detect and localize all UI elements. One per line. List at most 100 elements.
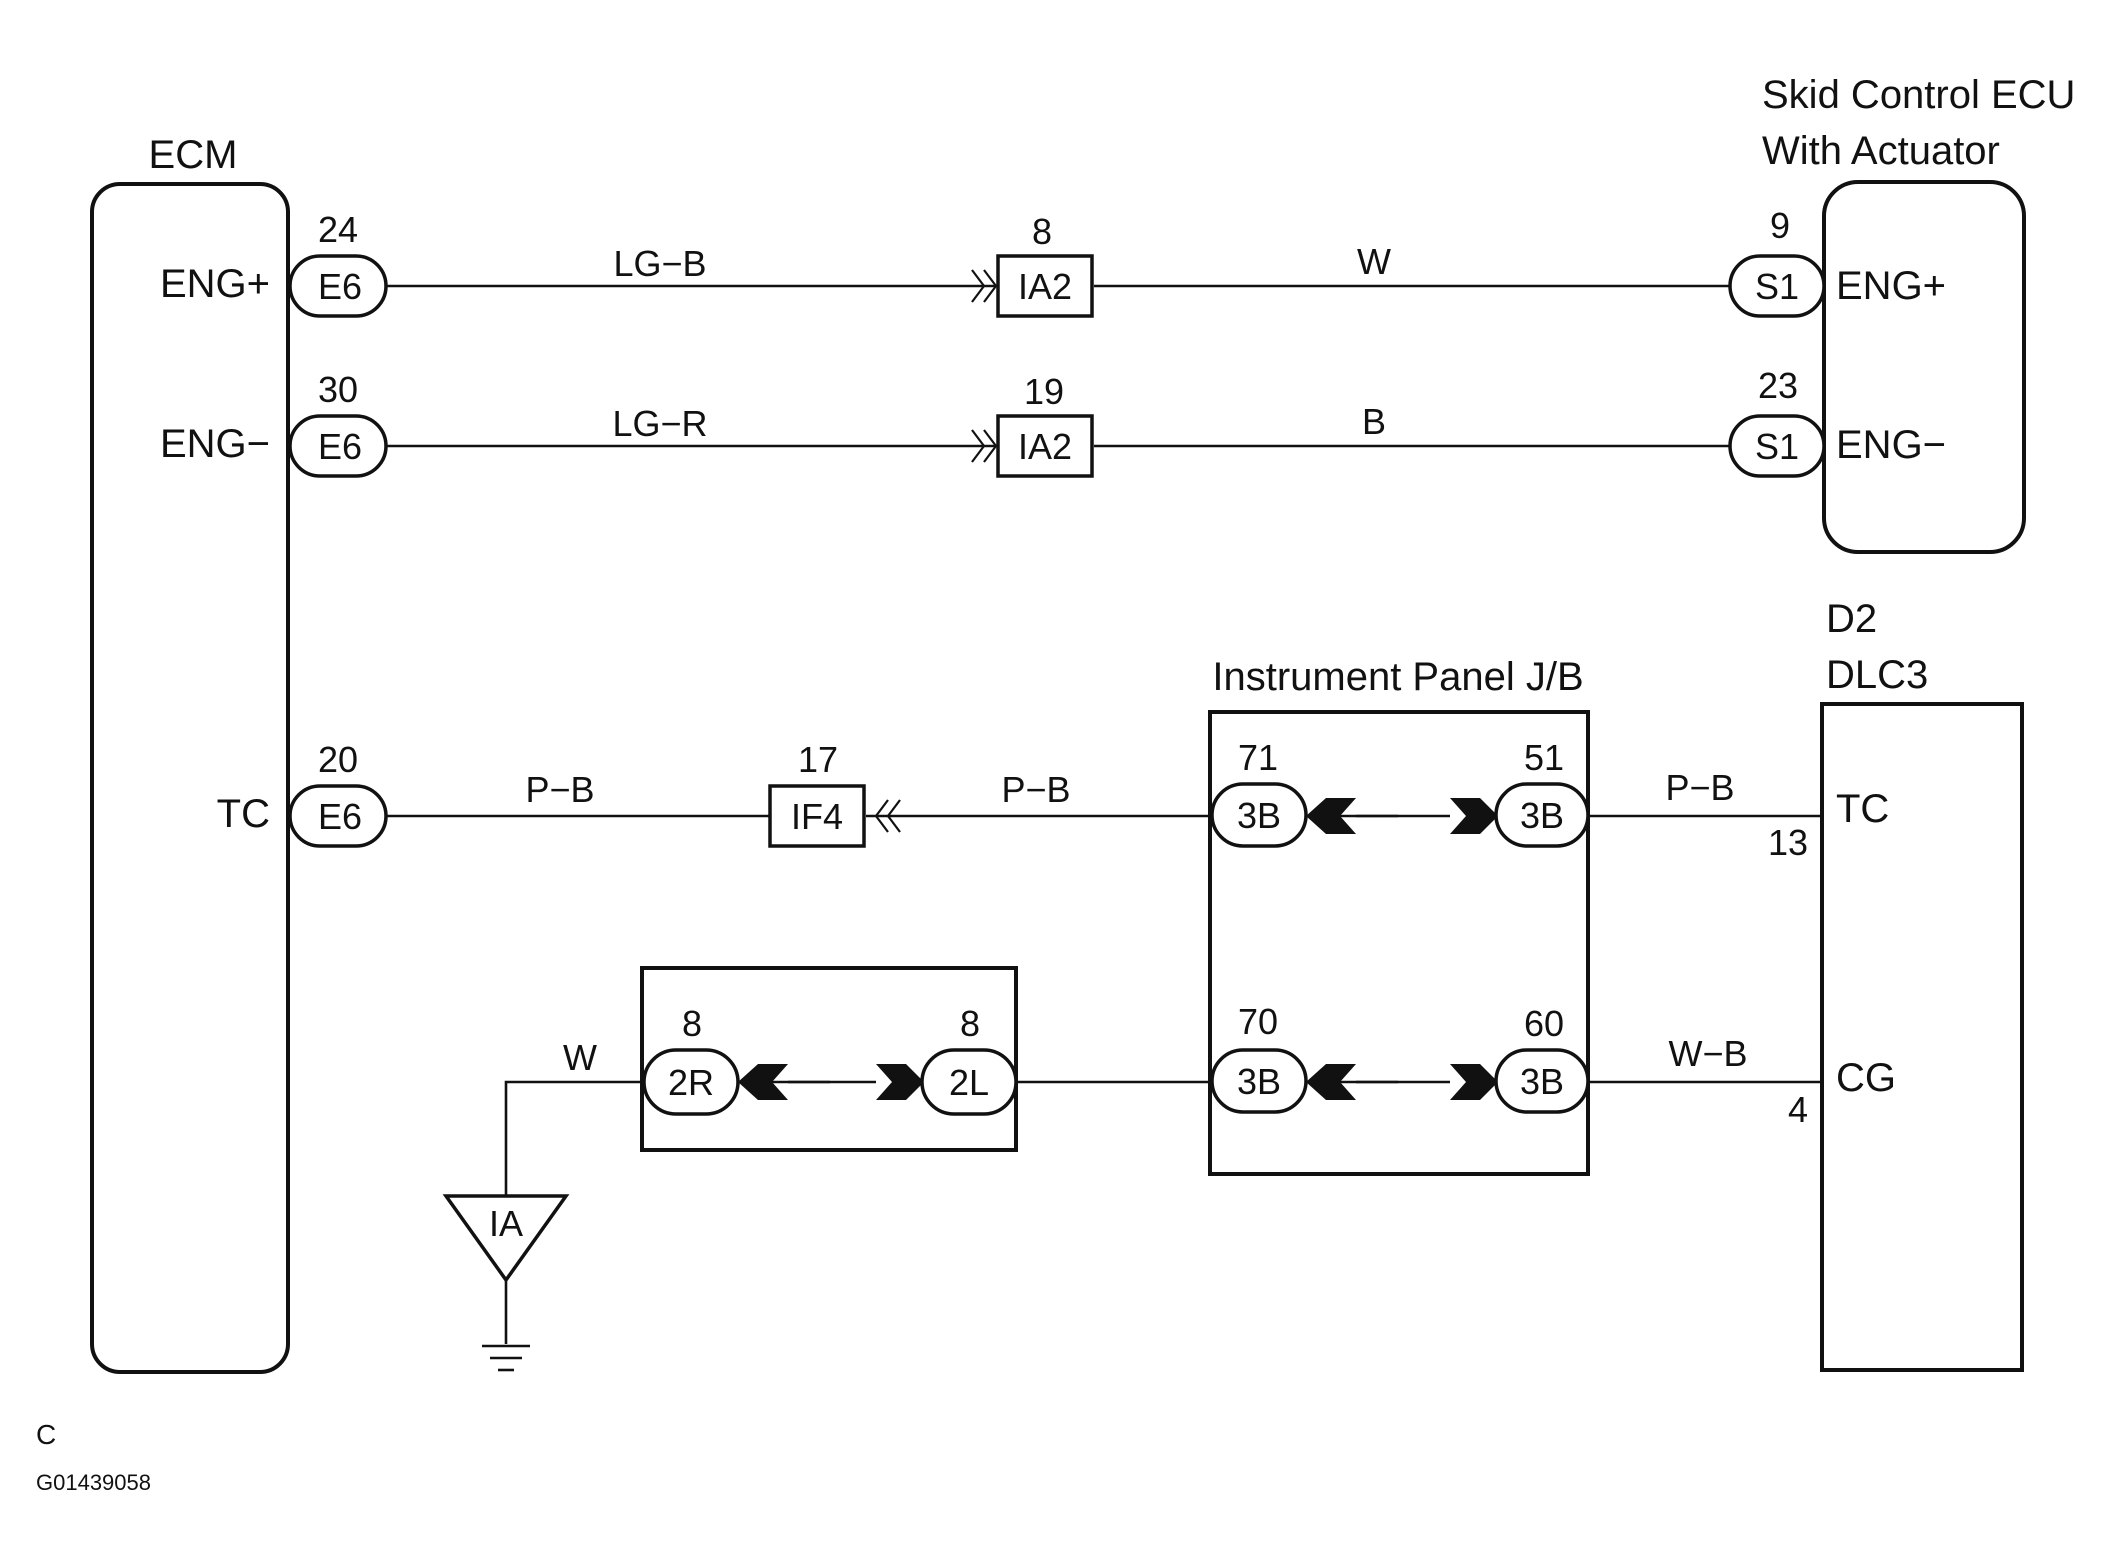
pin-number: 71 (1238, 737, 1278, 778)
wire-label-w-b: W−B (1668, 1033, 1747, 1074)
skid-ecu-outline (1822, 180, 2026, 554)
ground-point-ia: IA (442, 1194, 570, 1372)
dlc3-pin-cg: CG (1836, 1056, 1896, 1100)
connector-name: 2R (668, 1062, 714, 1103)
connector-name: E6 (318, 796, 362, 837)
connector-pill (1210, 1048, 1308, 1114)
wire-label-b: B (1362, 401, 1386, 442)
jb-title: Instrument Panel J/B (1212, 655, 1583, 699)
connector-e6-20: 20 E6 (288, 739, 388, 848)
pin-number: 24 (318, 209, 358, 250)
wire-label-p-b-left: P−B (525, 769, 594, 810)
connector-name: 2L (949, 1062, 989, 1103)
dlc3-pin-cg-number: 4 (1788, 1089, 1808, 1130)
chevron-left-icon (1306, 798, 1356, 834)
skid-ecu-title-line1: Skid Control ECU (1762, 73, 2075, 117)
ground-label: IA (489, 1203, 523, 1244)
dlc3-pin-tc-number: 13 (1768, 822, 1808, 863)
connector-s1-9: 9 S1 (1728, 205, 1826, 318)
wire-label-w-ground: W (563, 1037, 597, 1078)
dlc3-block: D2 DLC3 TC CG 13 4 (1768, 597, 2024, 1372)
connector-name: IA2 (1018, 426, 1072, 467)
skid-ecu-pin-eng-plus: ENG+ (1836, 264, 1946, 308)
ecm-pin-eng-plus: ENG+ (160, 262, 270, 306)
chevron-left-icon (738, 1064, 788, 1100)
ecm-block: ECM ENG+ ENG− TC (90, 133, 290, 1374)
connector-box (768, 784, 866, 848)
pin-number: 19 (1024, 371, 1064, 412)
connector-pill (288, 414, 388, 478)
wire-label-p-b-right: P−B (1665, 767, 1734, 808)
wire-label-lg-r: LG−R (612, 403, 707, 444)
connector-jb-3b-60: 60 3B (1450, 1003, 1590, 1114)
wire-label-lg-b: LG−B (613, 243, 706, 284)
pin-number: 8 (960, 1003, 980, 1044)
connector-name: S1 (1755, 266, 1799, 307)
connector-ia2-8: 8 IA2 (971, 211, 1094, 318)
connector-pill (1728, 254, 1826, 318)
pin-number: 70 (1238, 1001, 1278, 1042)
connector-name: 3B (1237, 1061, 1281, 1102)
instrument-panel-jb-block: Instrument Panel J/B (1208, 655, 1590, 1176)
jb-outline (1208, 710, 1590, 1176)
skid-ecu-title-line2: With Actuator (1762, 129, 2000, 173)
wire-label-p-b-mid: P−B (1001, 769, 1070, 810)
connector-arrow-icon (886, 799, 901, 833)
pin-number: 30 (318, 369, 358, 410)
connector-arrow-icon (983, 269, 998, 303)
connector-pill (1494, 1048, 1590, 1114)
dlc3-title: DLC3 (1826, 653, 1928, 697)
connector-name: 3B (1520, 1061, 1564, 1102)
connector-if4-17: 17 IF4 (768, 739, 901, 848)
figure-code: G01439058 (36, 1470, 151, 1495)
connector-pill (920, 1048, 1018, 1116)
ecm-pin-eng-minus: ENG− (160, 422, 270, 466)
dlc3-outline (1820, 702, 2024, 1372)
pin-number: 17 (798, 739, 838, 780)
connector-name: S1 (1755, 426, 1799, 467)
skid-control-ecu-block: Skid Control ECU With Actuator ENG+ ENG− (1762, 73, 2075, 554)
connector-name: 3B (1237, 795, 1281, 836)
connector-s1-23: 23 S1 (1728, 365, 1826, 478)
connector-name: E6 (318, 266, 362, 307)
chevron-right-icon (876, 1064, 924, 1100)
connector-jb-3b-71: 71 3B (1210, 737, 1356, 848)
connector-arrow-icon (983, 429, 998, 463)
chevron-right-icon (1450, 1064, 1498, 1100)
connector-pill (1210, 782, 1308, 848)
dlc3-pin-tc: TC (1836, 787, 1889, 831)
skid-ecu-pin-eng-minus: ENG− (1836, 423, 1946, 467)
connector-e6-24: 24 E6 (288, 209, 388, 318)
wire-label-w-top: W (1357, 241, 1391, 282)
pin-number: 23 (1758, 365, 1798, 406)
wires (386, 284, 1822, 1344)
ecm-title: ECM (149, 133, 238, 177)
ecm-pin-tc: TC (217, 792, 270, 836)
connector-name: IF4 (791, 796, 843, 837)
pin-number: 51 (1524, 737, 1564, 778)
connector-name: E6 (318, 426, 362, 467)
connector-ia2-19: 19 IA2 (971, 371, 1094, 478)
junction-connector-box (640, 966, 1018, 1152)
ground-triangle-icon (442, 1194, 570, 1284)
connector-pill (288, 784, 388, 848)
connector-jb-3b-51: 51 3B (1450, 737, 1590, 848)
connector-arrow-icon (971, 269, 986, 303)
connector-name: IA2 (1018, 266, 1072, 307)
figure-letter: C (36, 1419, 56, 1450)
chevron-right-icon (1450, 798, 1498, 834)
connector-arrow-icon (874, 799, 889, 833)
pin-number: 20 (318, 739, 358, 780)
pin-number: 60 (1524, 1003, 1564, 1044)
connector-2r: 8 2R (642, 1003, 788, 1116)
connector-name: 3B (1520, 795, 1564, 836)
pin-number: 8 (1032, 211, 1052, 252)
dlc3-code: D2 (1826, 597, 1877, 641)
connector-e6-30: 30 E6 (288, 369, 388, 478)
connector-box (996, 254, 1094, 318)
wire-labels: LG−B W LG−R B P−B P−B P−B W−B W (525, 241, 1747, 1078)
chevron-left-icon (1306, 1064, 1356, 1100)
connector-box (996, 414, 1094, 478)
wire-ground-feed (504, 1080, 642, 1196)
